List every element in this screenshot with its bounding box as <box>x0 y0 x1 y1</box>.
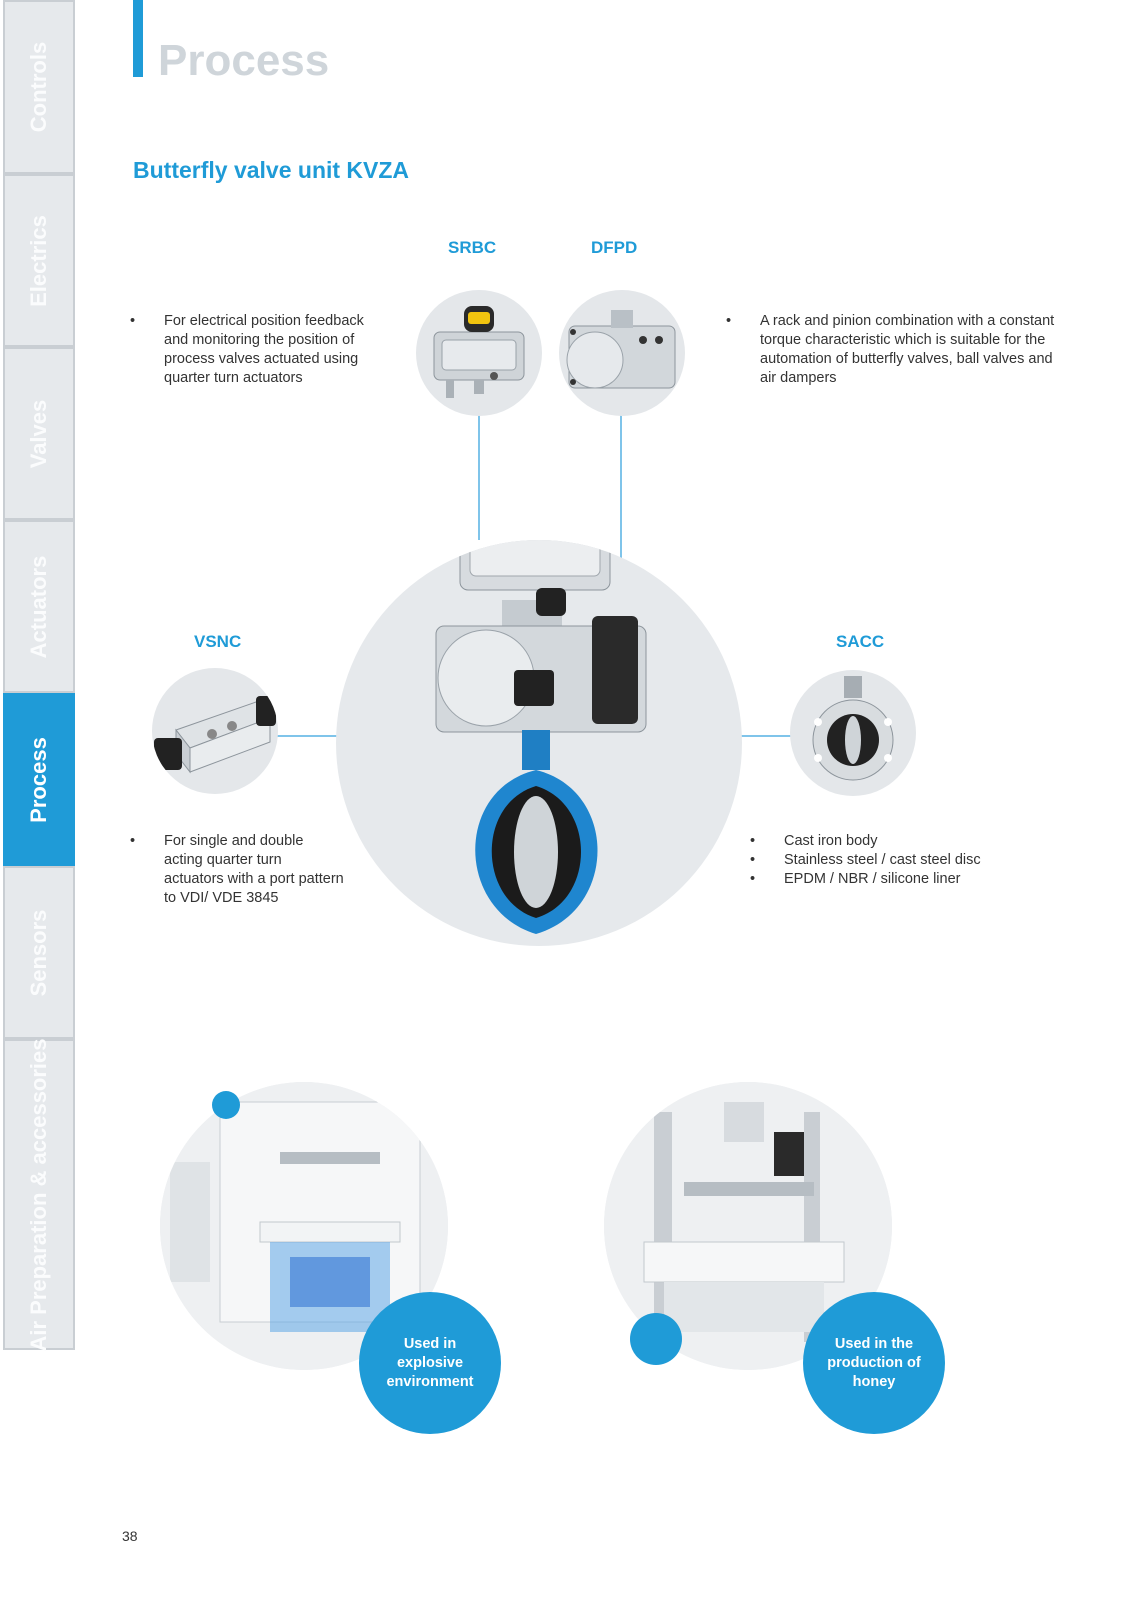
accent-dot <box>630 1313 682 1365</box>
kvza-main-image <box>336 540 742 946</box>
list-item: For single and double acting quarter tur… <box>130 832 345 908</box>
tab-label: Sensors <box>26 909 51 996</box>
tab-electrics[interactable]: Electrics <box>3 174 75 347</box>
badge-text: Used in explosive environment <box>386 1335 474 1390</box>
list-item: A rack and pinion combination with a con… <box>726 312 1056 388</box>
tab-label: Process <box>26 736 51 823</box>
solenoid-valve-icon <box>154 696 276 774</box>
page-subtitle: Butterfly valve unit KVZA <box>133 157 410 183</box>
page-title: Process <box>158 36 330 85</box>
tab-label: Actuators <box>26 555 51 658</box>
dfpd-image <box>559 290 685 416</box>
butterfly-valve-body-icon <box>812 676 894 781</box>
explosive-environment-photo <box>160 1082 448 1370</box>
accent-dot <box>212 1091 240 1119</box>
sacc-image <box>790 670 916 796</box>
srbc-description: For electrical position feedback and mon… <box>130 312 380 388</box>
badge-text: Used in the production of honey <box>827 1335 921 1390</box>
rotary-actuator-icon <box>566 310 676 389</box>
list-item: For electrical position feedback and mon… <box>130 312 380 388</box>
header-accent-bar <box>133 0 143 77</box>
section-sidebar: Controls Electrics Valves Actuators Proc… <box>0 0 77 1380</box>
label-srbc: SRBC <box>448 238 497 257</box>
tab-label: Air Preparation & accessories <box>26 1037 51 1352</box>
list-item: Stainless steel / cast steel disc <box>750 851 1030 870</box>
connector-line-srbc <box>478 412 480 540</box>
dfpd-description: A rack and pinion combination with a con… <box>726 312 1056 388</box>
label-vsnc: VSNC <box>194 632 242 651</box>
tab-label: Controls <box>26 41 51 133</box>
connector-line-dfpd <box>620 412 622 592</box>
list-item: EPDM / NBR / silicone liner <box>750 870 1030 889</box>
vsnc-description: For single and double acting quarter tur… <box>130 832 345 908</box>
tab-label: Electrics <box>26 214 51 307</box>
tab-air-preparation[interactable]: Air Preparation & accessories <box>3 1037 75 1352</box>
butterfly-valve-unit-icon <box>435 540 647 934</box>
list-item: Cast iron body <box>750 832 1030 851</box>
tab-controls[interactable]: Controls <box>3 0 75 174</box>
vsnc-image <box>152 668 278 794</box>
tab-sensors[interactable]: Sensors <box>3 866 75 1039</box>
label-sacc: SACC <box>836 632 885 651</box>
badge-honey-production: Used in the production of honey <box>803 1292 945 1434</box>
tab-process[interactable]: Process <box>3 693 75 866</box>
sacc-description: Cast iron body Stainless steel / cast st… <box>750 832 1030 889</box>
srbc-image <box>416 290 542 416</box>
badge-explosive-environment: Used in explosive environment <box>359 1292 501 1434</box>
position-sensor-box-icon <box>433 306 525 398</box>
page-number: 38 <box>122 1528 138 1544</box>
label-dfpd: DFPD <box>591 238 638 257</box>
tab-valves[interactable]: Valves <box>3 347 75 520</box>
tab-label: Valves <box>26 399 51 468</box>
tab-actuators[interactable]: Actuators <box>3 520 75 693</box>
